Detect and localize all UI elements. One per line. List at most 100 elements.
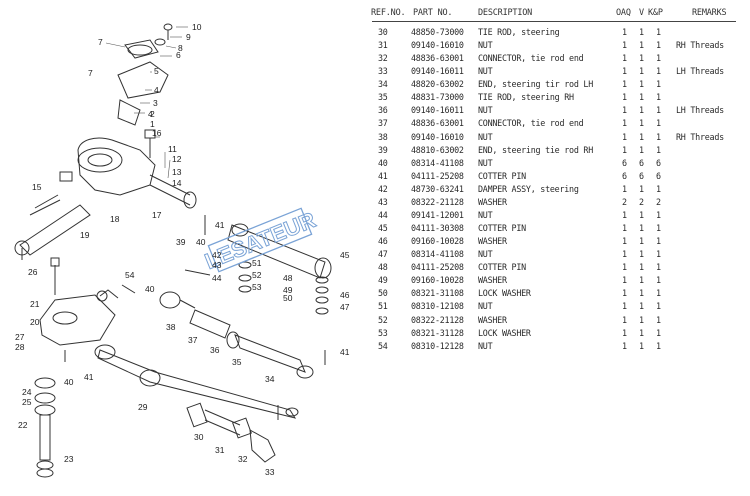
description-cell: NUT — [478, 40, 493, 51]
callout-number: 47 — [340, 302, 350, 312]
ref-no-cell: 48 — [378, 262, 388, 273]
callout-number: 8 — [178, 43, 183, 53]
header-kp: K&P — [648, 8, 663, 18]
callout-number: 49 — [283, 285, 293, 295]
v-cell: 1 — [639, 183, 644, 194]
callout-number: 28 — [15, 342, 25, 352]
callout-number: 33 — [265, 467, 275, 477]
v-cell: 1 — [639, 92, 644, 103]
kp-cell: 6 — [656, 170, 661, 181]
oaq-cell: 1 — [622, 249, 627, 260]
callout-number: 36 — [210, 345, 220, 355]
oaq-cell: 1 — [622, 92, 627, 103]
ref-no-cell: 50 — [378, 288, 388, 299]
oaq-cell: 1 — [622, 340, 627, 351]
callout-number: 19 — [80, 230, 90, 240]
description-cell: NUT — [478, 131, 493, 142]
v-cell: 1 — [639, 236, 644, 247]
description-cell: NUT — [478, 340, 493, 351]
callout-number: 46 — [340, 290, 350, 300]
description-cell: END, steering tie rod RH — [478, 144, 594, 155]
part-no-cell: 48850-73000 — [411, 27, 464, 37]
kp-cell: 1 — [656, 40, 661, 51]
description-cell: TIE ROD, steering — [478, 27, 560, 37]
callout-number: 24 — [22, 387, 32, 397]
kp-cell: 1 — [656, 288, 661, 299]
oaq-cell: 1 — [622, 288, 627, 299]
kp-cell: 1 — [656, 66, 661, 77]
part-no-cell: 04111-25208 — [411, 170, 464, 181]
v-cell: 2 — [639, 196, 644, 207]
description-cell: NUT — [478, 66, 493, 77]
kp-cell: 2 — [656, 196, 661, 207]
oaq-cell: 1 — [622, 53, 627, 64]
header-remarks: REMARKS — [692, 8, 727, 18]
callout-number: 23 — [64, 454, 74, 464]
callout-number: 14 — [172, 178, 182, 188]
v-cell: 1 — [639, 53, 644, 64]
kp-cell: 1 — [656, 183, 661, 194]
callout-number: 5 — [154, 66, 159, 76]
callout-number: 13 — [172, 167, 182, 177]
oaq-cell: 1 — [622, 118, 627, 129]
ref-no-cell: 40 — [378, 157, 388, 168]
description-cell: NUT — [478, 209, 493, 220]
callout-number: 41 — [215, 220, 225, 230]
ref-no-cell: 47 — [378, 249, 388, 260]
header-divider — [372, 21, 736, 22]
v-cell: 1 — [639, 249, 644, 260]
kp-cell: 1 — [656, 314, 661, 325]
ref-no-cell: 45 — [378, 223, 388, 234]
callout-number: 20 — [30, 317, 40, 327]
callout-number: 45 — [340, 250, 350, 260]
oaq-cell: 1 — [622, 275, 627, 286]
remarks-cell: RH Threads — [676, 40, 724, 51]
part-no-cell: 48730-63241 — [411, 183, 464, 194]
remarks-cell: RH Threads — [676, 131, 724, 142]
steering-damper — [227, 224, 326, 279]
ref-no-cell: 36 — [378, 105, 388, 116]
oaq-cell: 1 — [622, 327, 627, 338]
kp-cell: 1 — [656, 249, 661, 260]
oaq-cell: 1 — [622, 27, 627, 37]
ref-no-cell: 34 — [378, 79, 388, 90]
part-no-cell: 09160-10028 — [411, 275, 464, 286]
idler-arm — [39, 294, 116, 346]
callout-number: 21 — [30, 299, 40, 309]
oaq-cell: 6 — [622, 157, 627, 168]
v-cell: 1 — [639, 262, 644, 273]
oaq-cell: 1 — [622, 131, 627, 142]
callout-number: 50 — [283, 293, 293, 303]
kp-cell: 1 — [656, 144, 661, 155]
description-cell: NUT — [478, 249, 493, 260]
callout-number: 17 — [152, 210, 162, 220]
callout-number: 32 — [238, 454, 248, 464]
callout-number: 10 — [192, 22, 202, 32]
kp-cell: 1 — [656, 53, 661, 64]
ref-no-cell: 53 — [378, 327, 388, 338]
v-cell: 1 — [639, 66, 644, 77]
callout-number: 9 — [186, 32, 191, 42]
oaq-cell: 1 — [622, 105, 627, 116]
callout-number: 40 — [196, 237, 206, 247]
description-cell: COTTER PIN — [478, 223, 526, 234]
ref-no-cell: 54 — [378, 340, 388, 351]
remarks-cell: LH Threads — [676, 105, 724, 116]
callout-number: 53 — [252, 282, 262, 292]
callout-number: 38 — [166, 322, 176, 332]
remarks-cell: LH Threads — [676, 66, 724, 77]
part-no-cell: 48836-63001 — [411, 53, 464, 64]
description-cell: NUT — [478, 301, 493, 312]
callout-number: 37 — [188, 335, 198, 345]
oaq-cell: 1 — [622, 79, 627, 90]
callout-number: 42 — [212, 250, 222, 260]
ref-no-cell: 30 — [378, 27, 388, 37]
v-cell: 1 — [639, 209, 644, 220]
header-part-no: PART NO. — [413, 8, 453, 18]
drop-arm — [19, 204, 91, 256]
part-no-cell: 08314-41108 — [411, 249, 464, 260]
callout-number: 54 — [125, 270, 135, 280]
part-no-cell: 08321-31128 — [411, 327, 464, 338]
description-cell: WASHER — [478, 196, 507, 207]
callout-number: 25 — [22, 397, 32, 407]
